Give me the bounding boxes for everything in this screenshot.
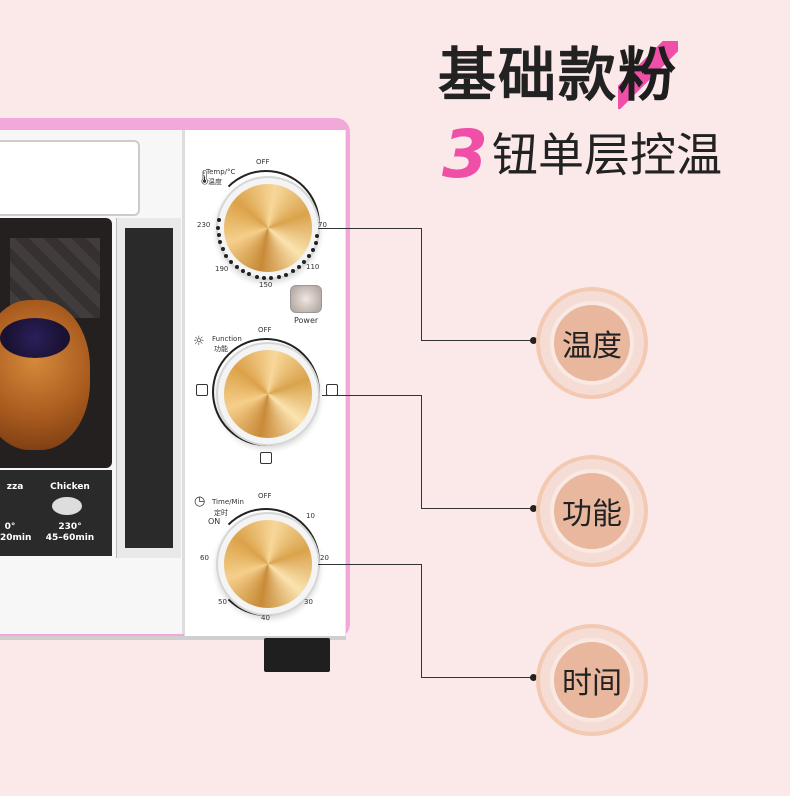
- time-title: Time/Min: [212, 498, 244, 506]
- temp-dial-dot: [218, 240, 223, 245]
- callout-line-function-v: [421, 395, 422, 508]
- temp-dial-dot: [302, 260, 307, 265]
- temp-tick-150: 150: [259, 281, 273, 289]
- temp-off-label: OFF: [256, 158, 270, 166]
- temp-tick-230: 230: [197, 221, 211, 229]
- chicken-icon: [52, 497, 82, 515]
- headline-main: 基础款: [438, 41, 619, 109]
- menu-left-label: zza: [6, 482, 24, 492]
- function-title: Function: [212, 335, 242, 343]
- door-handle: [0, 140, 140, 216]
- time-tick-60: 60: [200, 554, 209, 562]
- temp-title: Temp/°C: [206, 168, 236, 176]
- callout-line-temp-h2: [421, 340, 533, 341]
- oven-menu-panel: [0, 470, 112, 556]
- function-dial-arc: [212, 338, 320, 446]
- menu-right-time: 45–60min: [45, 533, 95, 543]
- time-on-label: ON: [208, 517, 221, 526]
- temperature-knob[interactable]: [224, 184, 312, 272]
- time-tick-10: 10: [306, 512, 315, 520]
- callout-label-time: 时间: [550, 638, 634, 722]
- callout-line-time-h2: [421, 677, 533, 678]
- oven-bottom-strip: [0, 636, 346, 640]
- thermometer-icon: 🌡: [196, 170, 214, 186]
- callout-badge-temp: 温度: [536, 287, 648, 399]
- temp-dial-dot: [276, 274, 281, 279]
- callout-dot-time: [530, 674, 537, 681]
- callout-badge-time: 时间: [536, 624, 648, 736]
- menu-left-temp: 0°: [4, 522, 16, 532]
- function-title-cn: 功能: [214, 345, 228, 353]
- timer-knob[interactable]: [224, 520, 312, 608]
- headline-subtext: 钮单层控温: [491, 128, 722, 182]
- callout-badge-function: 功能: [536, 455, 648, 567]
- temp-dial-dot: [229, 259, 234, 264]
- time-tick-30: 30: [304, 598, 313, 606]
- temp-dial-dot: [296, 265, 301, 270]
- temp-dial-dot: [247, 272, 252, 277]
- headline-number: 3: [442, 116, 488, 193]
- temp-tick-190: 190: [215, 265, 229, 273]
- headline-line1: 基础款粉: [438, 28, 679, 112]
- dual-heat-icon: [260, 452, 272, 464]
- callout-line-time-h1: [318, 564, 422, 565]
- temp-dial-arc: [212, 170, 320, 278]
- callout-dot-temp: [530, 337, 537, 344]
- temp-dial-dot: [261, 275, 266, 280]
- temp-dial-dot: [216, 218, 221, 223]
- function-icon: ☼: [193, 334, 205, 349]
- temp-dial-dot: [240, 269, 245, 274]
- temp-tick-110: 110: [306, 263, 320, 271]
- callout-dot-function: [530, 505, 537, 512]
- oven-foot: [264, 638, 330, 672]
- time-tick-50: 50: [218, 598, 227, 606]
- menu-right-temp: 230°: [58, 522, 82, 532]
- temp-dial-dot: [234, 264, 239, 269]
- headline-line2: 3钮单层控温: [442, 116, 722, 193]
- temp-dial-dot: [310, 248, 315, 253]
- headline-highlight: 粉: [618, 41, 679, 109]
- time-tick-40: 40: [261, 614, 270, 622]
- time-tick-20: 20: [320, 554, 329, 562]
- callout-label-function: 功能: [550, 469, 634, 553]
- callout-line-time-v: [421, 564, 422, 677]
- time-title-cn: 定时: [214, 509, 228, 517]
- time-off-label: OFF: [258, 492, 272, 500]
- power-indicator-light: [290, 285, 322, 313]
- temp-dial-dot: [307, 254, 312, 259]
- callout-line-temp-v: [421, 228, 422, 340]
- oven-inner-frame: [116, 218, 181, 558]
- time-dial-arc: [212, 508, 320, 616]
- top-heat-icon: [196, 384, 208, 396]
- temp-dial-dot: [224, 253, 229, 258]
- temp-dial-dot: [220, 247, 225, 252]
- menu-right-label: Chicken: [50, 482, 90, 492]
- temp-dial-dot: [216, 233, 221, 238]
- temp-dial-dot: [254, 274, 259, 279]
- temp-dial-dot: [216, 225, 220, 230]
- clock-icon: ◷: [194, 494, 206, 509]
- callout-line-function-h1: [322, 395, 422, 396]
- callout-line-function-h2: [421, 508, 533, 509]
- function-knob[interactable]: [224, 350, 312, 438]
- callout-label-temp: 温度: [550, 301, 634, 385]
- menu-left-time: 20min: [0, 533, 32, 543]
- power-label: Power: [294, 316, 319, 325]
- temp-dial-dot: [290, 269, 295, 274]
- temp-dial-dot: [283, 272, 288, 277]
- temp-title-cn: 温度: [208, 178, 222, 186]
- berries-image: [0, 318, 70, 358]
- temp-dial-dot: [269, 275, 274, 280]
- callout-line-temp-h1: [318, 228, 422, 229]
- temp-dial-dot: [313, 241, 318, 246]
- temp-tick-70: 70: [318, 221, 327, 229]
- temp-dial-dot: [315, 233, 320, 238]
- function-off-label: OFF: [258, 326, 272, 334]
